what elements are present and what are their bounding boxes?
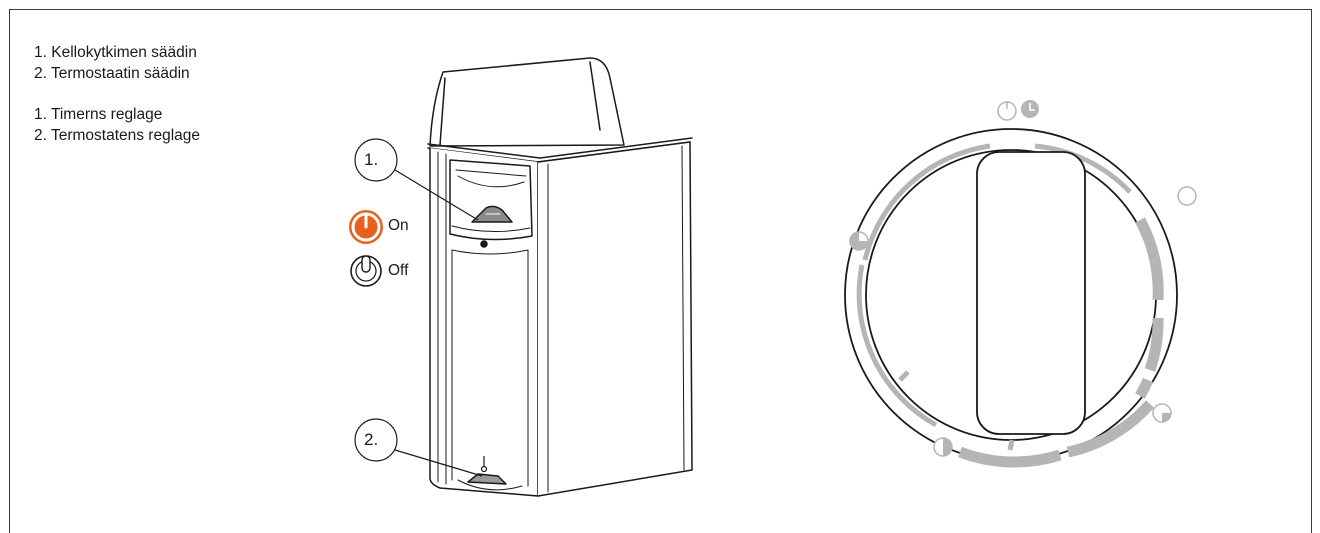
legend-finnish: 1. Kellokytkimen säädin 2. Termostaatin …: [34, 42, 200, 84]
temperature-marker-icon: [1177, 186, 1197, 206]
clock-icon: [1021, 100, 1039, 118]
legend: 1. Kellokytkimen säädin 2. Termostaatin …: [34, 42, 200, 166]
legend-item-thermostat-sv: 2. Termostatens reglage: [34, 127, 201, 144]
legend-item-timer-sv: 1. Timerns reglage: [34, 106, 163, 123]
temperature-marker-icon: [1152, 403, 1172, 423]
legend-item-thermostat-fi: 2. Termostaatin säädin: [34, 65, 190, 82]
callout-1: [354, 138, 479, 221]
power-icon: [997, 101, 1017, 121]
on-label: On: [388, 217, 409, 234]
power-off-icon: [350, 255, 382, 287]
thermometer-icon: [480, 456, 488, 473]
temperature-marker-icon: [933, 437, 953, 457]
power-on-icon: [349, 210, 383, 244]
callout-1-label: 1.: [364, 150, 379, 169]
legend-item-timer-fi: 1. Kellokytkimen säädin: [34, 44, 197, 61]
off-label: Off: [388, 262, 409, 279]
callout-2-label: 2.: [364, 430, 379, 449]
callout-2: [354, 418, 483, 477]
legend-swedish: 1. Timerns reglage 2. Termostatens regla…: [34, 104, 200, 146]
temperature-marker-icon: [849, 231, 869, 251]
